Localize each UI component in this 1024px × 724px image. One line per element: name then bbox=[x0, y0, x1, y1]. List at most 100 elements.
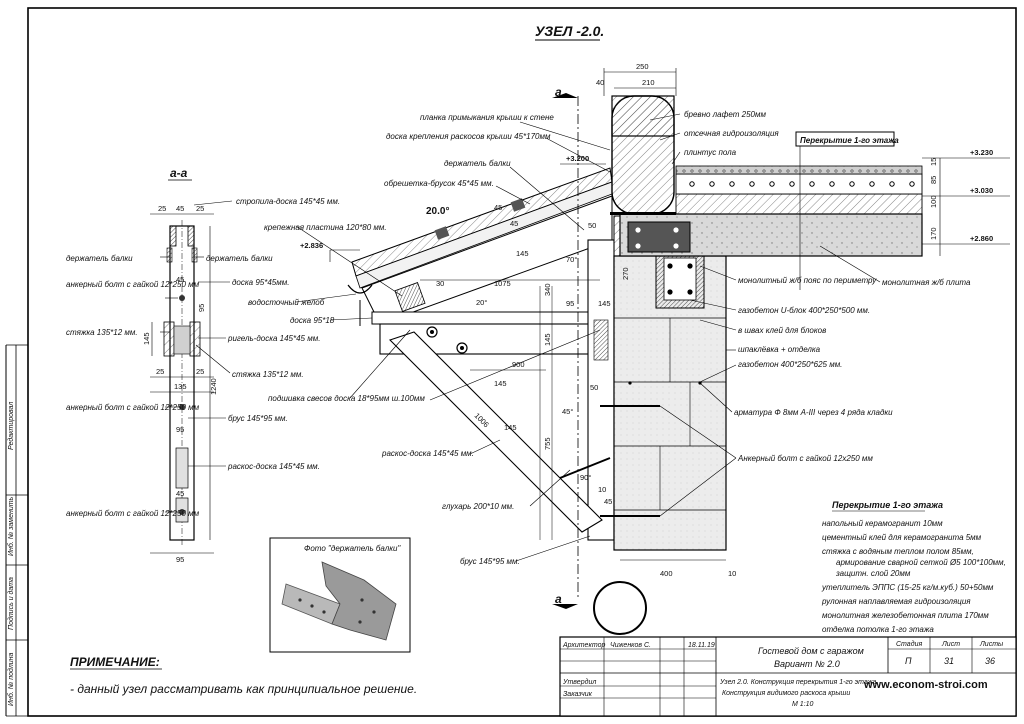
dim-40: 40 bbox=[596, 78, 604, 87]
tb-sheet-title-2: Конструкция видимого раскоса крыши bbox=[722, 689, 850, 697]
layer-dim-15: 15 bbox=[929, 158, 938, 166]
sec-dim-145: 145 bbox=[142, 332, 151, 345]
label-klei: в швах клей для блоков bbox=[738, 326, 826, 335]
dim-210: 210 bbox=[642, 78, 655, 87]
label-rigel: ригель-доска 145*45 мм. bbox=[227, 334, 320, 343]
ankerny-1-text: анкерный болт с гайкой 12*250 мм bbox=[66, 280, 200, 289]
label-brus-section: брус 145*95 мм. bbox=[228, 414, 288, 423]
dim-m-900: 900 bbox=[512, 360, 525, 369]
tile-layer bbox=[675, 165, 923, 175]
tb-zakazchik: Заказчик bbox=[563, 691, 593, 698]
label-brus: брус 145*95 мм. bbox=[460, 557, 520, 566]
legend-item-3: армирование сварной сеткой Ø5 100*100мм, bbox=[836, 558, 1006, 567]
sec-dim-95b: 95 bbox=[176, 425, 184, 434]
sec-dim-135: 135 bbox=[174, 382, 187, 391]
photo-box: Фото "держатель балки" bbox=[269, 537, 411, 653]
tb-h-stadia: Стадия bbox=[896, 640, 922, 648]
tb-variant: Вариант № 2.0 bbox=[774, 659, 840, 669]
tb-h-listov: Листы bbox=[979, 641, 1004, 648]
layer-dim-170: 170 bbox=[929, 227, 938, 240]
dim-m-340: 340 bbox=[543, 283, 552, 296]
beam-hanger-image bbox=[281, 561, 397, 641]
label-derzhatel-right: держатель балки bbox=[206, 254, 273, 263]
dim-m-145d: 145 bbox=[494, 379, 507, 388]
label-shpaklevka: шпаклёвка + отделка bbox=[738, 345, 821, 354]
sec-dim-95c: 95 bbox=[176, 555, 184, 564]
dim-m-145e: 145 bbox=[504, 423, 517, 432]
dim-m-45b: 45 bbox=[510, 219, 518, 228]
perekrytie-box bbox=[795, 131, 895, 147]
legend-item-4: защитн. слой 20мм bbox=[835, 569, 911, 578]
sec-dim-95a: 95 bbox=[197, 304, 206, 312]
label-derzhatel-left: держатель балки bbox=[66, 254, 133, 263]
dim-m-95: 95 bbox=[566, 299, 574, 308]
layer-dim-85: 85 bbox=[929, 176, 938, 184]
dim-angle-20: 20.0° bbox=[426, 206, 449, 217]
label-obreshetka: обрешетка-брусок 45*45 мм. bbox=[384, 179, 494, 188]
dim-m-145: 145 bbox=[516, 249, 529, 258]
log-section-mark bbox=[593, 581, 647, 635]
level-2836: +2.836 bbox=[300, 241, 323, 250]
section-title: а-а bbox=[170, 166, 188, 180]
label-raskos: раскос-доска 145*45 мм. bbox=[381, 449, 474, 458]
sec-dim-25c: 25 bbox=[156, 367, 164, 376]
label-derzhatel-top: держатель балки bbox=[444, 159, 511, 168]
tb-h-list: Лист bbox=[941, 641, 960, 648]
sec-dim-25d: 25 bbox=[196, 367, 204, 376]
dim-m-145b: 145 bbox=[598, 299, 611, 308]
dim-m-45a: 45 bbox=[494, 203, 502, 212]
tb-stadia: П bbox=[905, 656, 912, 666]
label-styazhka-left: стяжка 135*12 мм. bbox=[66, 328, 138, 337]
dim-m-10b: 10 bbox=[728, 569, 736, 578]
label-ankerny-3: анкерный болт с гайкой 12*250 мм bbox=[66, 509, 200, 518]
tb-name: Чиженков С. bbox=[610, 642, 651, 649]
dim-m-50a: 50 bbox=[588, 221, 596, 230]
label-armatura: арматура Ф 8мм А-III через 4 ряда кладки bbox=[734, 408, 893, 417]
dim-m-270: 270 bbox=[621, 267, 630, 280]
sheet-frame bbox=[27, 7, 1017, 717]
label-podshivka: подшивка свесов доска 18*95мм ш.100мм bbox=[268, 394, 425, 403]
legend-item-5: утеплитель ЭППС (15-25 кг/м.куб.) 50+50м… bbox=[821, 583, 994, 592]
level-2860: +2.860 bbox=[970, 234, 993, 243]
label-raskos-section: раскос-доска 145*45 мм. bbox=[227, 462, 320, 471]
section-aa: а-а 25 45 25 45 95 145 25 25 bbox=[142, 166, 233, 564]
insulation-layer bbox=[675, 193, 923, 215]
label-planka: планка примыкания крыши к стене bbox=[420, 113, 554, 122]
side-stamp: Редактировал Инб. № заменить Подпись и д… bbox=[5, 344, 28, 717]
gutter bbox=[347, 284, 373, 294]
label-plita: монолитная ж/б плита bbox=[882, 278, 971, 287]
tb-scale: М 1:10 bbox=[792, 701, 814, 708]
label-styazhka-mid: стяжка 135*12 мм. bbox=[232, 370, 304, 379]
legend-item-8: отделка потолка 1-го этажа bbox=[822, 625, 934, 634]
stamp-zamenit: Инб. № заменить bbox=[7, 496, 15, 556]
section-mark-bottom: а bbox=[555, 592, 562, 606]
label-vodostok: водосточный желоб bbox=[248, 298, 325, 307]
label-doska-kreplenia: доска крепления раскосов крыши 45*170мм bbox=[386, 132, 551, 141]
legend-item-1: цементный клей для керамогранита 5мм bbox=[822, 533, 982, 542]
tb-listov: 36 bbox=[985, 656, 995, 666]
dim-m-30: 30 bbox=[436, 279, 444, 288]
title-block: Архитектор Чиженков С. 18.11.19 Утвердил… bbox=[559, 636, 1017, 717]
dim-m-45c: 45 bbox=[604, 497, 612, 506]
sec-dim-25b: 25 bbox=[196, 204, 204, 213]
label-ankerny-1: анкерный болт с гайкой 12*250 мм bbox=[66, 280, 200, 289]
soffit-board bbox=[371, 311, 611, 325]
tb-project: Гостевой дом с гаражом bbox=[758, 646, 864, 656]
legend-item-0: напольный керамогранит 10мм bbox=[822, 519, 943, 528]
sec-dim-1240: 1240 bbox=[209, 378, 218, 395]
tb-date: 18.11.19 bbox=[688, 642, 715, 649]
label-glukhar: глухарь 200*10 мм. bbox=[442, 502, 514, 511]
label-ankerny-right: Анкерный болт с гайкой 12х250 мм bbox=[737, 454, 873, 463]
label-brevno: бревно лафет 250мм bbox=[684, 110, 766, 119]
label-stropila: стропила-доска 145*45 мм. bbox=[236, 197, 340, 206]
legend-item-6: рулонная наплавляемая гидроизоляция bbox=[821, 597, 971, 606]
drawing-title: УЗЕЛ -2.0. bbox=[535, 23, 604, 39]
section-mark-top: а bbox=[555, 85, 562, 99]
label-perekrytie-box: Перекрытие 1-го этажа bbox=[800, 136, 899, 145]
legend-item-7: монолитная железобетонная плита 170мм bbox=[822, 611, 989, 620]
label-plintus: плинтус пола bbox=[684, 148, 737, 157]
label-plastina: крепежная пластина 120*80 мм. bbox=[264, 223, 387, 232]
sec-dim-45c: 45 bbox=[176, 489, 184, 498]
tb-sheet-title-1: Узел 2.0. Конструкция перекрытия 1-го эт… bbox=[719, 679, 878, 686]
